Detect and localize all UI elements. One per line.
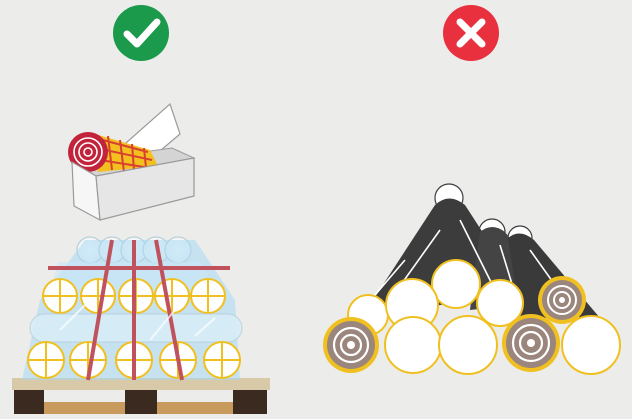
exposed-carpet-roll-left — [323, 317, 379, 373]
unwrapped-roll-pile — [323, 184, 620, 374]
boxed-carpet-roll — [68, 104, 194, 220]
wrapped-roll-stack — [22, 237, 242, 380]
exposed-carpet-roll — [538, 276, 586, 324]
incorrect-badge — [443, 5, 499, 61]
wooden-pallet — [12, 378, 270, 414]
check-circle-icon — [113, 5, 169, 61]
exposed-carpet-roll-middle — [502, 314, 560, 372]
correct-badge — [113, 5, 169, 61]
